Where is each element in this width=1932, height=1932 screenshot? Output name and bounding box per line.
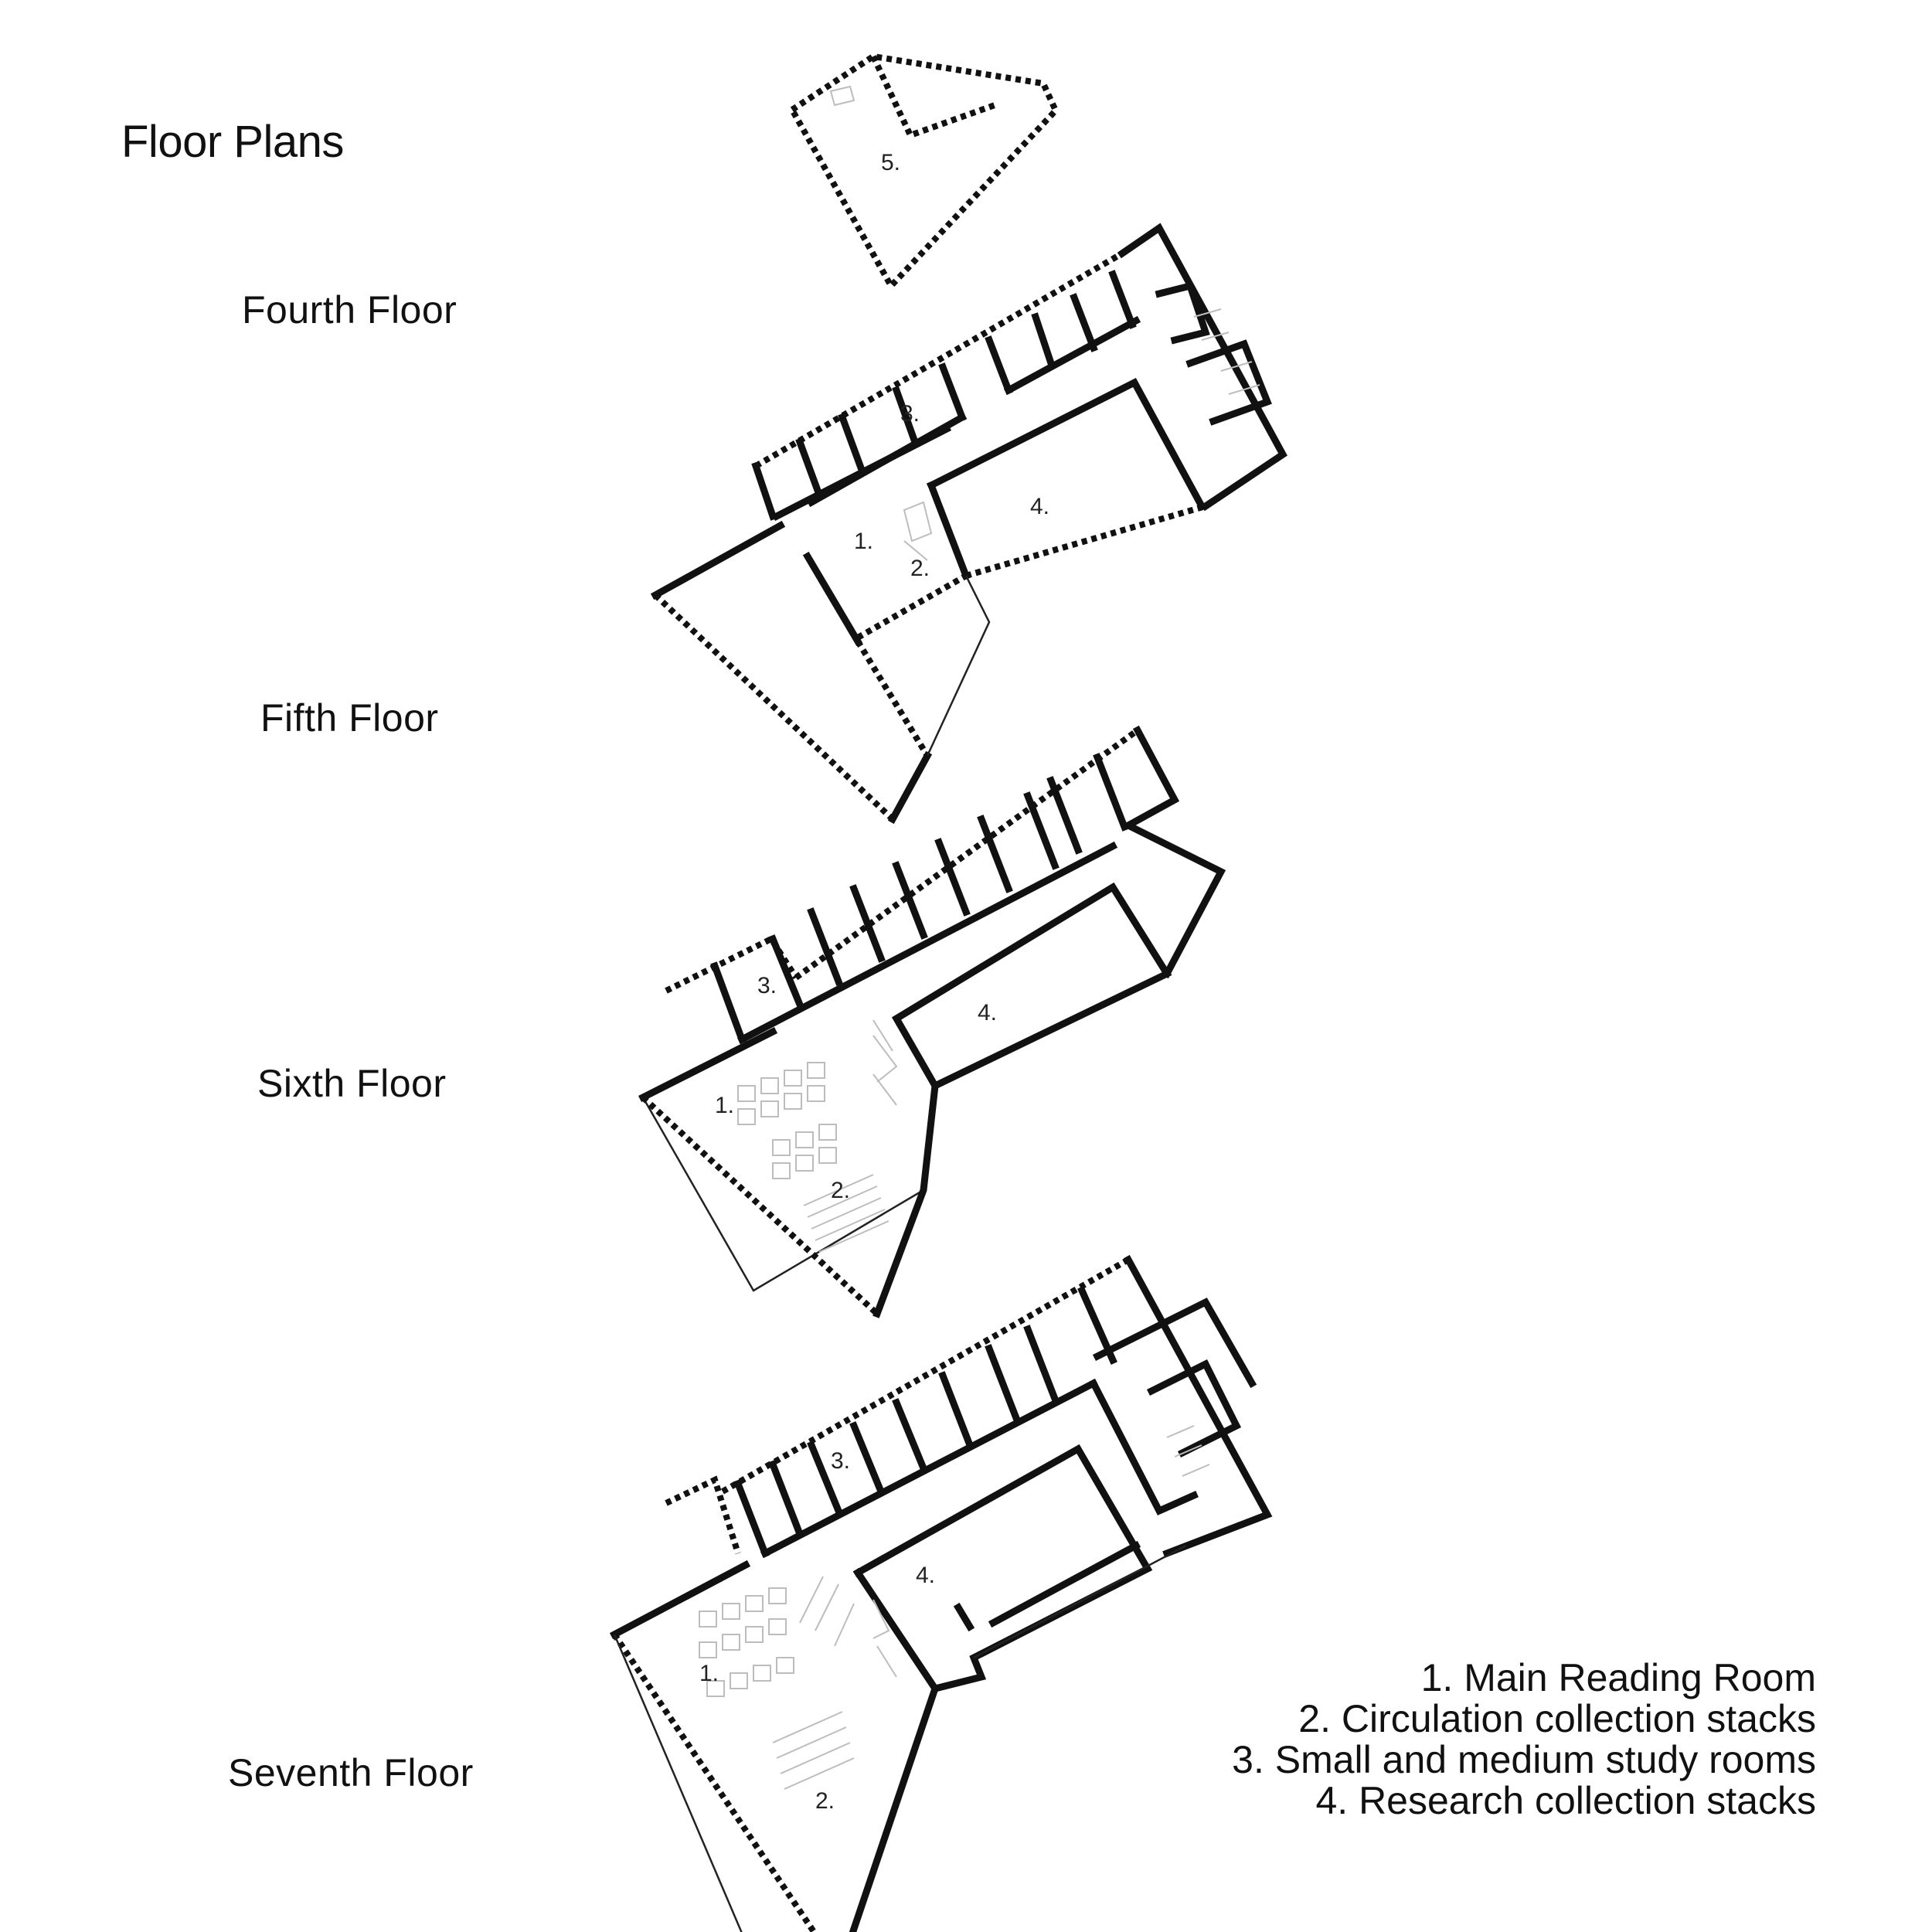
legend-item: 3. Small and medium study rooms: [1232, 1738, 1816, 1781]
room-number: 3.: [900, 401, 920, 427]
legend-item: 4. Research collection stacks: [1315, 1779, 1816, 1822]
seventh-floor-label: Seventh Floor: [228, 1751, 474, 1794]
room-number: 3.: [757, 973, 777, 998]
fourth-floor-plan: 5.: [787, 53, 1060, 291]
fifth-floor-label: Fifth Floor: [260, 696, 439, 740]
room-number: 2.: [815, 1788, 835, 1814]
room-number: 4.: [916, 1563, 935, 1588]
legend-item: 2. Circulation collection stacks: [1298, 1697, 1816, 1740]
room-number: 1.: [715, 1093, 734, 1118]
room-number: 5.: [881, 150, 900, 175]
fourth-floor-label: Fourth Floor: [242, 288, 457, 332]
sixth-floor-label: Sixth Floor: [257, 1062, 447, 1105]
room-number: 4.: [1030, 494, 1049, 519]
room-number: 2.: [910, 556, 930, 581]
seventh-floor-plan: 1. 2. 3. 4.: [609, 1254, 1273, 1932]
room-number: 4.: [978, 1000, 997, 1026]
room-number: 2.: [831, 1178, 850, 1203]
sixth-floor-plan: 1. 2. 3. 4.: [638, 725, 1226, 1318]
room-number: 1.: [854, 529, 873, 554]
legend: 1. Main Reading Room 2. Circulation coll…: [1232, 1658, 1816, 1821]
room-number: 1.: [699, 1661, 719, 1686]
room-number: 3.: [831, 1448, 850, 1474]
page-title: Floor Plans: [121, 117, 344, 167]
fifth-floor-plan: 1. 2. 3. 4.: [650, 223, 1287, 825]
legend-item: 1. Main Reading Room: [1420, 1656, 1816, 1699]
